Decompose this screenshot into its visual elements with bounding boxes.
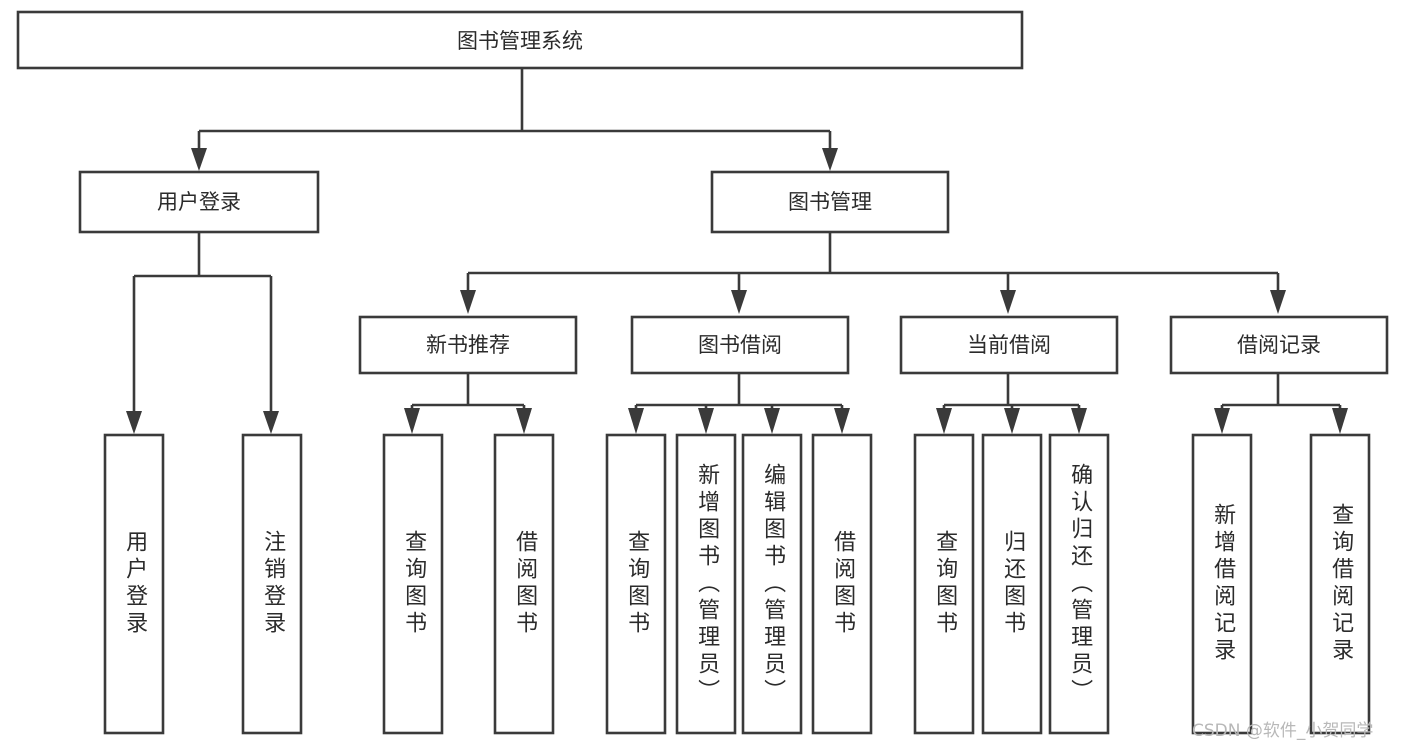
node-book-management-box[interactable] bbox=[710, 170, 950, 234]
node-leaf-add-record-box[interactable] bbox=[1191, 433, 1253, 735]
node-root[interactable]: 图书管理系统 bbox=[16, 10, 1024, 70]
connector-group-book-management bbox=[460, 232, 1286, 314]
node-borrow-record-label: 借阅记录 bbox=[1237, 333, 1321, 357]
connector-group-current-borrow bbox=[936, 373, 1087, 434]
node-leaf-add-book-box[interactable] bbox=[675, 433, 737, 735]
connector-group-new-book-recommend bbox=[404, 373, 532, 434]
arrow-head-book-management bbox=[822, 148, 838, 171]
arrow-head-leaf-borrow-book-1 bbox=[516, 408, 532, 434]
node-leaf-borrow-book-2-box[interactable] bbox=[811, 433, 873, 735]
arrow-head-leaf-logout-login bbox=[263, 411, 279, 434]
arrow-head-user-login bbox=[191, 148, 207, 171]
arrow-head-current-borrow bbox=[1000, 290, 1016, 314]
node-leaf-borrow-book-1-box[interactable] bbox=[493, 433, 555, 735]
node-leaf-query-book-1-box[interactable] bbox=[382, 433, 444, 735]
arrow-head-leaf-add-record bbox=[1214, 408, 1230, 434]
node-new-book-recommend-label: 新书推荐 bbox=[426, 333, 510, 357]
node-user-login-box[interactable] bbox=[78, 170, 320, 234]
node-borrow-record[interactable]: 借阅记录 bbox=[1169, 315, 1389, 375]
arrow-head-leaf-edit-book bbox=[764, 408, 780, 434]
node-book-management[interactable]: 图书管理 bbox=[710, 170, 950, 234]
node-current-borrow-label: 当前借阅 bbox=[967, 333, 1051, 357]
connector-group-root bbox=[191, 68, 838, 171]
node-book-management-label: 图书管理 bbox=[788, 190, 872, 214]
node-borrow-record-box[interactable] bbox=[1169, 315, 1389, 375]
arrow-head-book-borrow bbox=[731, 290, 747, 314]
node-current-borrow[interactable]: 当前借阅 bbox=[899, 315, 1119, 375]
connector-group-book-borrow bbox=[628, 373, 850, 434]
node-user-login[interactable]: 用户登录 bbox=[78, 170, 320, 234]
arrow-head-new-book-recommend bbox=[460, 290, 476, 314]
arrow-head-leaf-borrow-book-2 bbox=[834, 408, 850, 434]
node-new-book-recommend[interactable]: 新书推荐 bbox=[358, 315, 578, 375]
connector-group-borrow-record bbox=[1214, 373, 1348, 434]
node-leaf-query-book-3-box[interactable] bbox=[913, 433, 975, 735]
node-current-borrow-box[interactable] bbox=[899, 315, 1119, 375]
arrow-head-leaf-query-book-2 bbox=[628, 408, 644, 434]
node-leaf-query-book-2-box[interactable] bbox=[605, 433, 667, 735]
node-book-borrow-label: 图书借阅 bbox=[698, 333, 782, 357]
node-leaf-user-login-box[interactable] bbox=[103, 433, 165, 735]
arrow-head-leaf-query-record bbox=[1332, 408, 1348, 434]
node-leaf-logout-login-box[interactable] bbox=[241, 433, 303, 735]
node-root-label: 图书管理系统 bbox=[457, 29, 583, 53]
node-new-book-recommend-box[interactable] bbox=[358, 315, 578, 375]
arrow-head-leaf-return-book bbox=[1004, 408, 1020, 434]
arrow-head-leaf-confirm-return bbox=[1071, 408, 1087, 434]
node-leaf-edit-book-box[interactable] bbox=[741, 433, 803, 735]
arrow-head-leaf-query-book-3 bbox=[936, 408, 952, 434]
arrow-head-borrow-record bbox=[1270, 290, 1286, 314]
node-book-borrow[interactable]: 图书借阅 bbox=[630, 315, 850, 375]
arrow-head-leaf-query-book-1 bbox=[404, 408, 420, 434]
node-leaf-return-book-box[interactable] bbox=[981, 433, 1043, 735]
node-leaf-confirm-return-box[interactable] bbox=[1048, 433, 1110, 735]
node-leaf-query-record-box[interactable] bbox=[1309, 433, 1371, 735]
node-root-box[interactable] bbox=[16, 10, 1024, 70]
node-book-borrow-box[interactable] bbox=[630, 315, 850, 375]
arrow-head-leaf-user-login bbox=[126, 411, 142, 434]
node-user-login-label: 用户登录 bbox=[157, 190, 241, 214]
connector-group-user-login bbox=[126, 232, 279, 434]
arrow-head-leaf-add-book bbox=[698, 408, 714, 434]
